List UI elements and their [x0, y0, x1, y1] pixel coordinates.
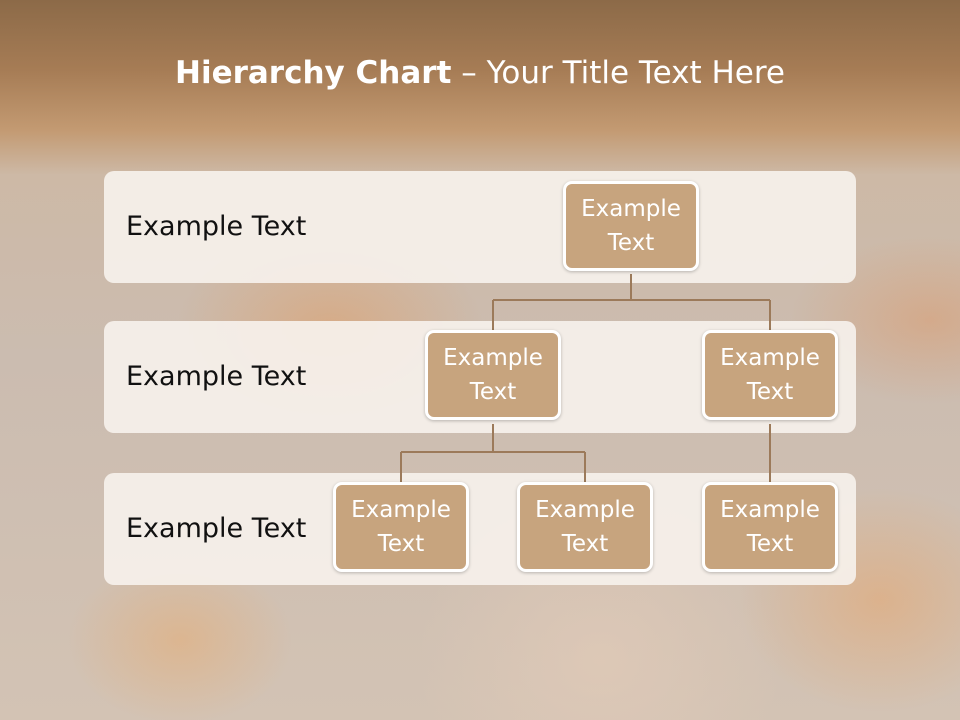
title-rest: – Your Title Text Here — [451, 55, 785, 91]
level-band-1: Example Text — [104, 171, 856, 283]
level-label-3: Example Text — [126, 513, 307, 544]
node-level3-c[interactable]: Example Text — [702, 482, 838, 572]
node-level2-right[interactable]: Example Text — [702, 330, 838, 420]
node-level2-left[interactable]: Example Text — [425, 330, 561, 420]
level-label-1: Example Text — [126, 211, 307, 242]
slide-title: Hierarchy Chart – Your Title Text Here — [0, 55, 960, 91]
title-bold: Hierarchy Chart — [175, 55, 452, 91]
level-label-2: Example Text — [126, 361, 307, 392]
node-root[interactable]: Example Text — [563, 181, 699, 271]
node-level3-a[interactable]: Example Text — [333, 482, 469, 572]
node-level3-b[interactable]: Example Text — [517, 482, 653, 572]
